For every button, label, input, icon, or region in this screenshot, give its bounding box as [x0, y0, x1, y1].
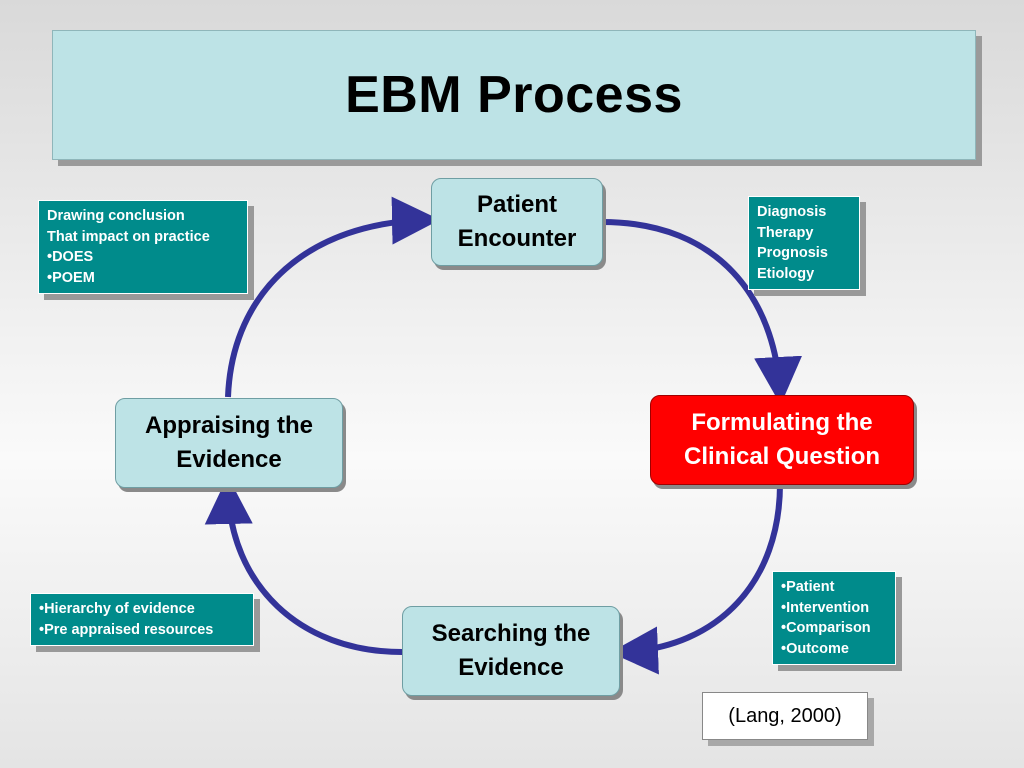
node-appraising-evidence-label: Appraising the Evidence: [144, 412, 313, 473]
node-searching-evidence: Searching the Evidence: [402, 606, 620, 696]
node-patient-encounter: Patient Encounter: [431, 178, 603, 266]
node-formulating-question-label: Formulating the Clinical Question: [683, 409, 881, 470]
title-banner: EBM Process: [52, 30, 976, 160]
node-appraising-evidence: Appraising the Evidence: [115, 398, 343, 488]
arrow-appraising-to-encounter: [225, 196, 440, 398]
node-patient-encounter-label: Patient Encounter: [457, 191, 577, 252]
note-question-types: Diagnosis Therapy Prognosis Etiology: [748, 196, 860, 290]
note-drawing-conclusion: Drawing conclusion That impact on practi…: [38, 200, 248, 294]
slide-title: EBM Process: [345, 66, 683, 124]
node-formulating-question: Formulating the Clinical Question: [650, 395, 914, 485]
arrow-formulating-to-searching: [610, 483, 783, 675]
node-searching-evidence-label: Searching the Evidence: [431, 620, 591, 681]
citation-text: (Lang, 2000): [728, 704, 842, 727]
citation: (Lang, 2000): [702, 692, 868, 740]
arrow-searching-to-appraising: [204, 476, 403, 655]
arrow-encounter-to-formulating: [601, 219, 803, 405]
note-evidence-sources: •Hierarchy of evidence •Pre appraised re…: [30, 593, 254, 646]
note-pico: •Patient •Intervention •Comparison •Outc…: [772, 571, 896, 665]
